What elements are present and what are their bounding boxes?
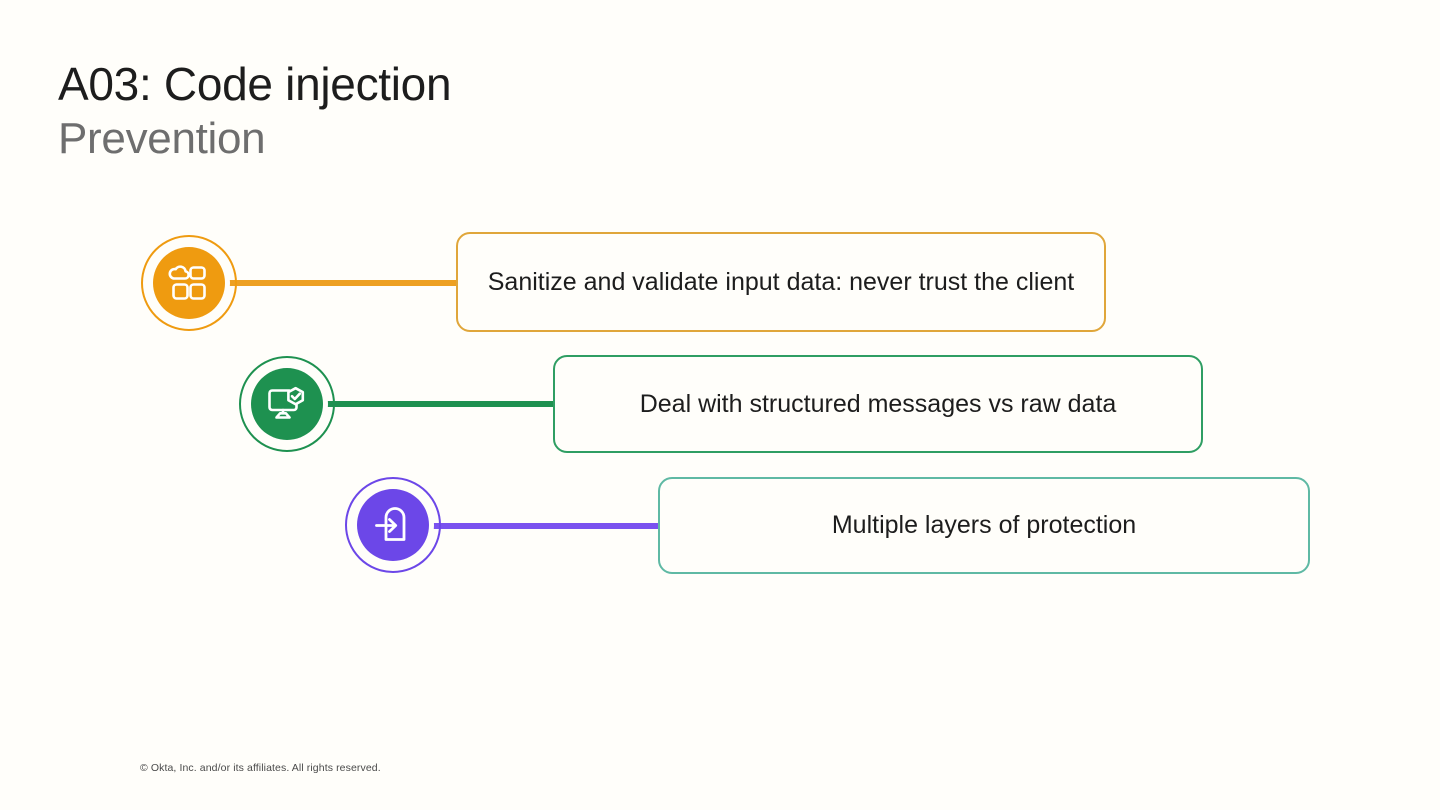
card-layers-of-protection-text: Multiple layers of protection bbox=[831, 511, 1137, 539]
monitor-shield-check-icon bbox=[264, 381, 310, 427]
cloud-apps-icon bbox=[166, 260, 212, 306]
login-door-arrow-icon bbox=[370, 502, 416, 548]
card-sanitize[interactable]: Sanitize and validate input data: never … bbox=[456, 232, 1106, 332]
badge-layers-of-protection-fill bbox=[357, 489, 429, 561]
badge-structured-messages[interactable] bbox=[239, 356, 335, 452]
card-structured-messages-text: Deal with structured messages vs raw dat… bbox=[639, 389, 1117, 418]
card-structured-messages[interactable]: Deal with structured messages vs raw dat… bbox=[553, 355, 1203, 453]
connector-line-structured-messages bbox=[322, 401, 567, 407]
page-title: A03: Code injection bbox=[58, 58, 452, 110]
badge-sanitize-fill bbox=[153, 247, 225, 319]
badge-layers-of-protection[interactable] bbox=[345, 477, 441, 573]
badge-structured-messages-fill bbox=[251, 368, 323, 440]
card-sanitize-text: Sanitize and validate input data: never … bbox=[487, 267, 1075, 296]
title-block: A03: Code injection Prevention bbox=[58, 56, 452, 166]
badge-sanitize[interactable] bbox=[141, 235, 237, 331]
card-layers-of-protection[interactable]: Multiple layers of protection bbox=[658, 477, 1310, 574]
footer-copyright: © Okta, Inc. and/or its affiliates. All … bbox=[140, 762, 381, 774]
connector-line-layers-of-protection bbox=[428, 523, 673, 529]
connector-line-sanitize bbox=[225, 280, 470, 286]
page-subtitle: Prevention bbox=[58, 114, 266, 163]
